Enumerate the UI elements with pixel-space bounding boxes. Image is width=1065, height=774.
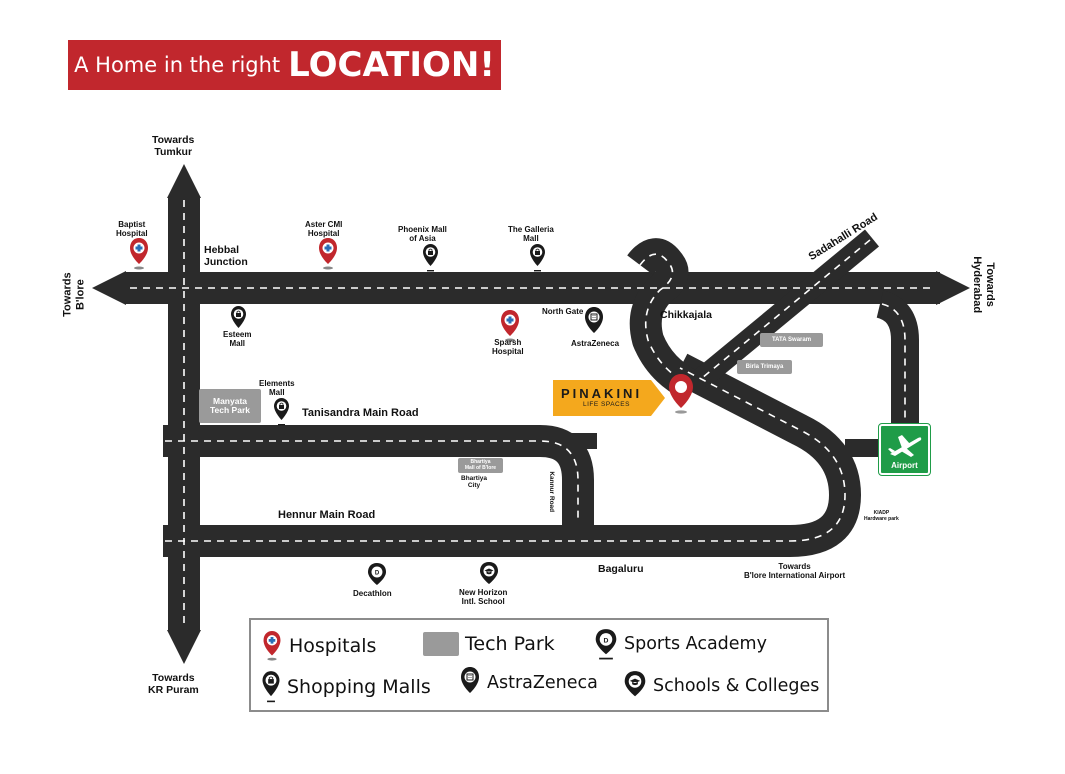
label-bhartiya-city: Bhartiya City — [461, 475, 488, 490]
school-pin-icon — [624, 671, 646, 697]
label-kannur: Kannur Road — [548, 471, 556, 513]
label-elements-mall: Elements Mall — [259, 379, 295, 398]
label-esteem-mall: Esteem Mall — [223, 330, 252, 349]
label-phoenix-mall: Phoenix Mall of Asia — [398, 225, 447, 244]
label-bagaluru: Bagaluru — [598, 563, 644, 575]
legend-hospitals: Hospitals — [261, 630, 376, 662]
mall-pin-icon — [423, 244, 438, 272]
label-towards-airport: Towards B'lore International Airport — [744, 562, 846, 581]
astrazeneca-pin-icon — [461, 667, 479, 693]
label-towards-krpuram: Towards KR Puram — [148, 672, 199, 697]
arrow-south — [167, 630, 201, 664]
mall-pin-icon — [262, 671, 280, 703]
mall-pin-icon — [530, 244, 545, 272]
banner-highlight: LOCATION! — [288, 45, 495, 85]
label-new-horizon: New Horizon Intl. School — [459, 588, 508, 607]
label-hebbal-junction: Hebbal Junction — [204, 244, 248, 269]
label-hennur: Hennur Main Road — [278, 509, 376, 521]
legend-astrazeneca: AstraZeneca — [459, 666, 598, 700]
svg-text:D: D — [604, 637, 609, 644]
label-towards-hyderabad: Towards Hyderabad — [971, 256, 997, 314]
project-tagline: LIFE SPACES — [583, 401, 630, 408]
school-pin-icon — [480, 562, 498, 584]
tech-park-bhartiya: Bhartiya Mall of B'lore — [458, 458, 503, 473]
legend-malls: Shopping Malls — [261, 670, 431, 704]
label-sparsh-hospital: Sparsh Hospital — [492, 338, 524, 357]
arrow-north — [167, 164, 201, 198]
legend-hospitals-label: Hospitals — [289, 635, 377, 657]
legend-malls-label: Shopping Malls — [287, 676, 431, 698]
arrow-west — [92, 271, 126, 305]
brand-flag-icon — [553, 380, 665, 416]
label-chikkajala: Chikkajala — [660, 309, 712, 321]
legend-tech-park-label: Tech Park — [465, 633, 555, 655]
tech-park-manyata: Manyata Tech Park — [199, 389, 261, 423]
svg-text:D: D — [375, 571, 380, 577]
sports-pin-icon: D — [368, 563, 386, 585]
legend-astrazeneca-label: AstraZeneca — [487, 673, 598, 693]
airport-label: Airport — [891, 461, 918, 470]
legend-sports-label: Sports Academy — [624, 634, 767, 654]
legend-tech-park: Tech Park — [423, 632, 555, 656]
legend-schools: Schools & Colleges — [623, 670, 819, 702]
airport-badge: Airport — [878, 423, 931, 476]
legend-schools-label: Schools & Colleges — [653, 676, 820, 696]
road-airport-link — [875, 290, 919, 425]
arrow-east — [936, 271, 970, 305]
mall-pin-icon — [274, 398, 289, 426]
label-towards-blore: Towards B'lore — [61, 272, 87, 317]
hospital-pin-icon — [319, 238, 337, 270]
hospital-pin-icon — [263, 630, 281, 661]
project-name: PINAKINI — [561, 386, 643, 401]
astrazeneca-pin-icon — [585, 307, 603, 333]
tech-park-swatch-icon — [423, 632, 459, 656]
label-tanisandra: Tanisandra Main Road — [302, 407, 419, 419]
sports-pin-icon: D — [595, 629, 617, 660]
label-kiadp: KIADP Hardware park — [864, 510, 899, 522]
label-galleria-mall: The Galleria Mall — [508, 225, 554, 244]
label-decathlon: Decathlon — [353, 589, 392, 598]
hospital-pin-icon — [130, 238, 148, 270]
label-aster-hospital: Aster CMI Hospital — [305, 220, 343, 239]
mall-pin-icon — [231, 306, 246, 328]
label-towards-tumkur: Towards Tumkur — [152, 134, 195, 159]
label-baptist-hospital: Baptist Hospital — [116, 220, 148, 239]
hospital-pin-icon — [501, 310, 519, 342]
title-banner: A Home in the right LOCATION! — [68, 40, 501, 90]
legend-sports: D Sports Academy — [594, 628, 767, 660]
project-location-pin-icon — [669, 374, 693, 414]
banner-prefix: A Home in the right — [74, 53, 281, 77]
tech-park-birla: Birla Trimaya — [737, 360, 792, 374]
airplane-icon — [888, 435, 922, 457]
project-brand: PINAKINI LIFE SPACES — [553, 380, 665, 416]
label-north-gate: North Gate — [542, 307, 584, 316]
label-astrazeneca: AstraZeneca — [571, 339, 620, 348]
map-legend: Hospitals Tech Park D Sports Academy Sho… — [249, 618, 829, 712]
tech-park-tata: TATA Swaram — [760, 333, 823, 347]
